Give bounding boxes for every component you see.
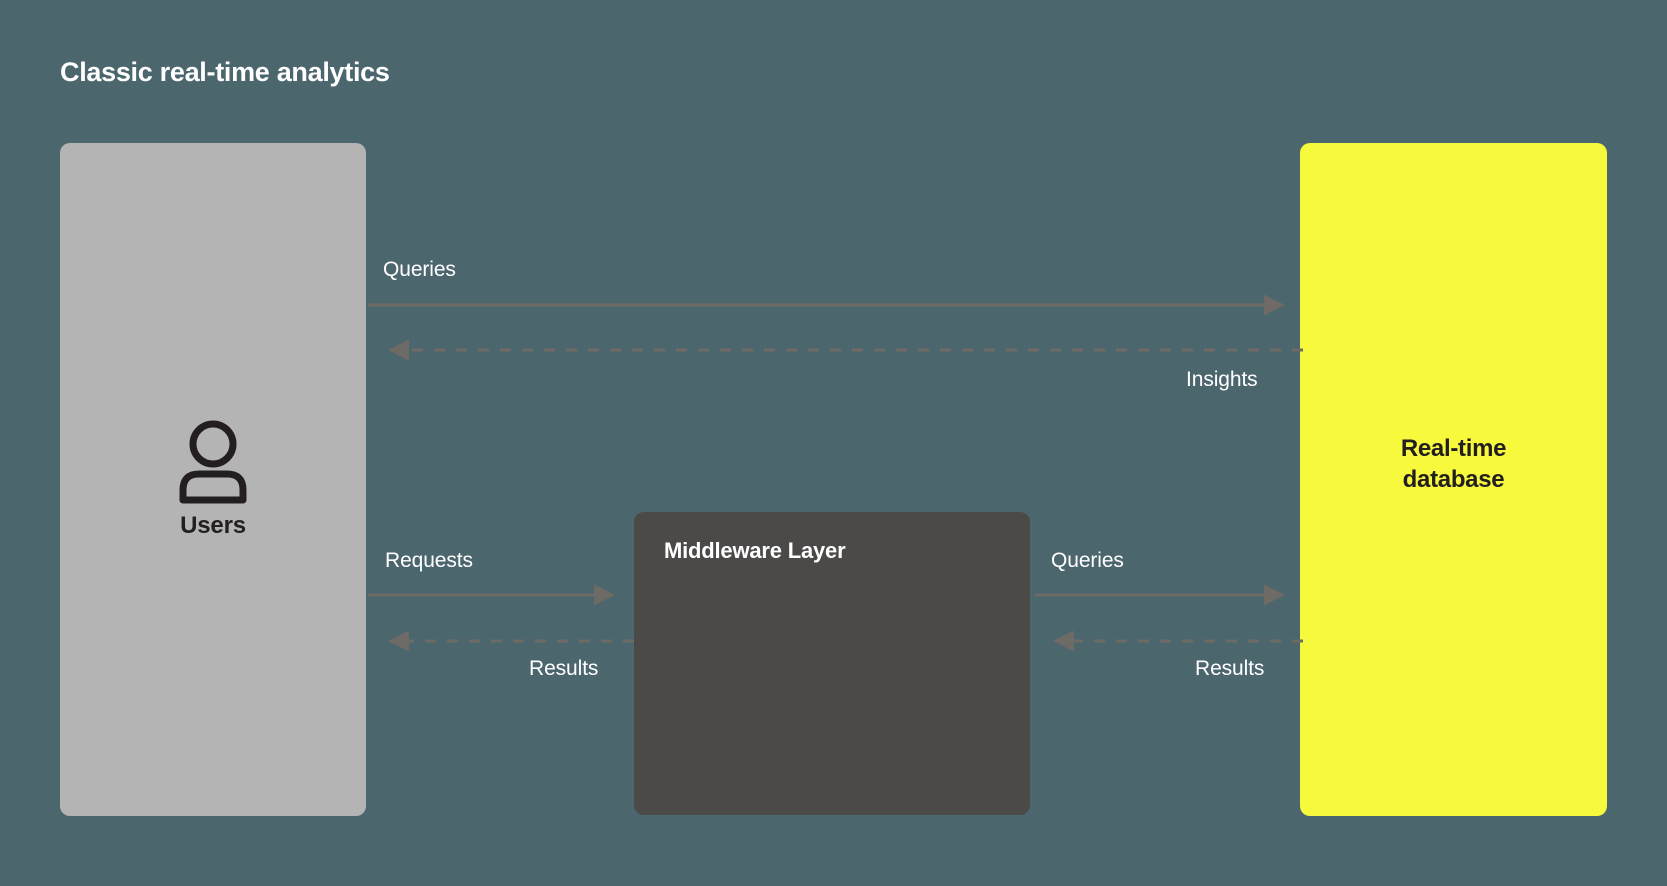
node-users[interactable]: Users bbox=[60, 143, 366, 816]
node-real-time-database[interactable]: Real-time database bbox=[1300, 143, 1607, 816]
database-label-line1: Real-time bbox=[1400, 435, 1507, 462]
node-middleware[interactable]: Middleware Layer bbox=[634, 512, 1030, 815]
connector-label-results-right: Results bbox=[1195, 657, 1265, 680]
connector-label-insights: Insights bbox=[1186, 368, 1258, 391]
user-icon bbox=[179, 420, 247, 504]
page-title: Classic real-time analytics bbox=[60, 57, 390, 87]
connector-label-results-left: Results bbox=[529, 657, 599, 680]
connector-label-requests: Requests bbox=[385, 549, 473, 572]
database-label: Real-time database bbox=[1300, 433, 1607, 495]
connector-label-queries-middle: Queries bbox=[1051, 549, 1124, 572]
users-label: Users bbox=[180, 512, 246, 539]
connector-label-queries-top: Queries bbox=[383, 258, 456, 281]
middleware-label: Middleware Layer bbox=[664, 538, 846, 563]
database-label-line2: database bbox=[1402, 466, 1505, 494]
users-node-content: Users bbox=[60, 418, 366, 540]
